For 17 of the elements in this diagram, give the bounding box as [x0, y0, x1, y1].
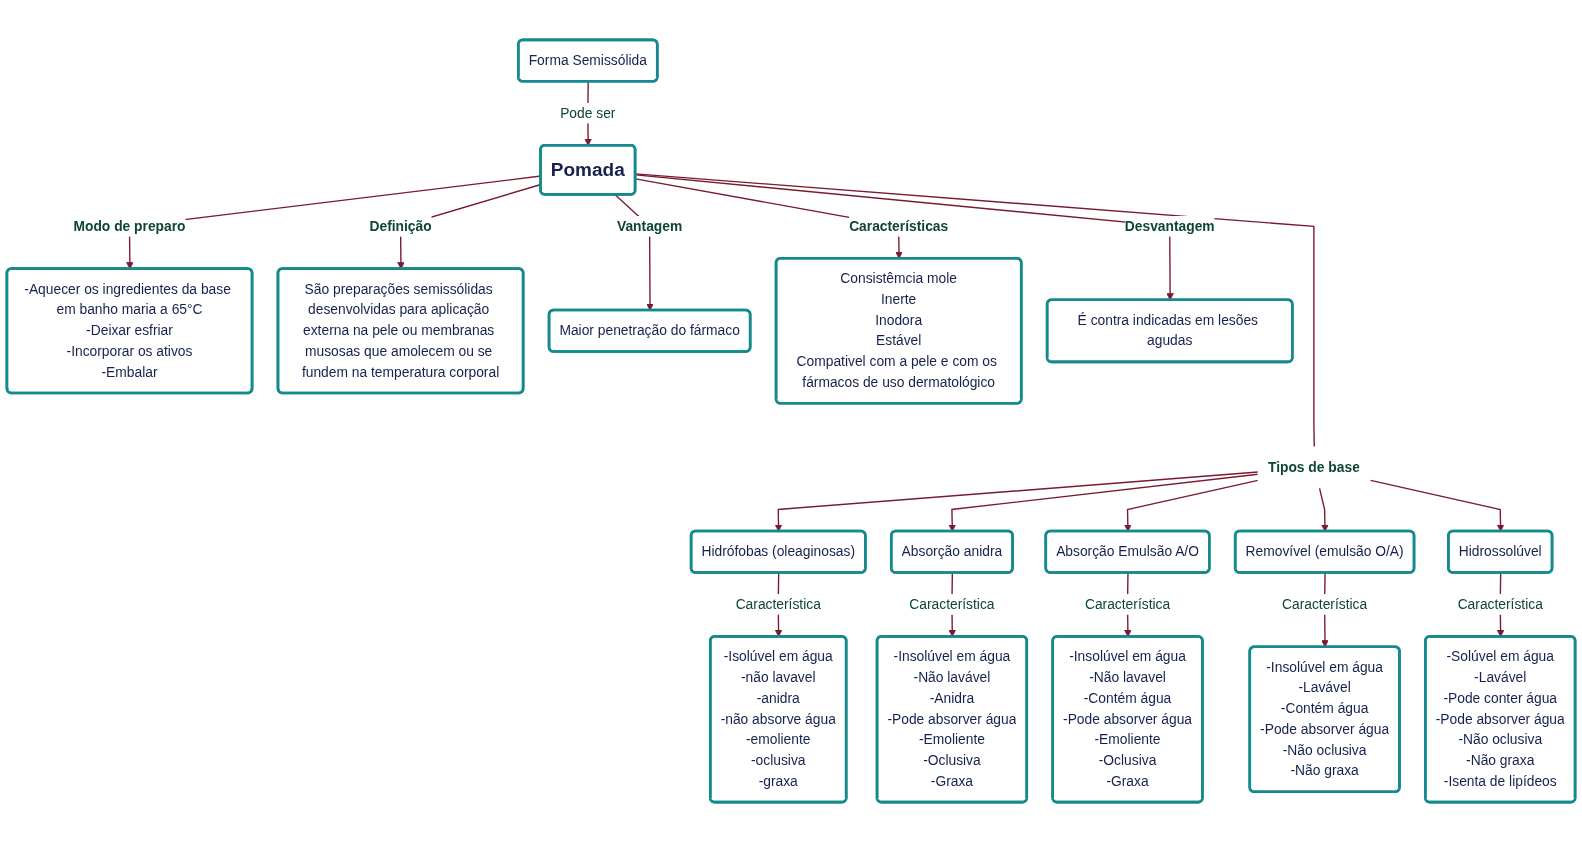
arrow: [774, 471, 1259, 532]
edge-label: Modo de preparo: [73, 218, 186, 234]
node-text: Tipos de base: [1267, 459, 1360, 475]
edge-label: Característica: [735, 596, 821, 612]
edge-label: Desvantagem: [1124, 218, 1215, 234]
edge-label: Característica: [1084, 596, 1171, 612]
edge-label: Característica: [1282, 596, 1368, 612]
edge-label: Vantagem: [616, 218, 683, 234]
arrow: [948, 473, 1259, 532]
edge-label: Pode ser: [560, 105, 616, 121]
arrow: [1369, 479, 1505, 532]
edge-label: Característica: [909, 596, 995, 612]
edge-label: Característica: [1457, 596, 1543, 612]
edge-label: Definição: [369, 218, 432, 234]
arrow: [1124, 479, 1259, 532]
arrow: [1318, 487, 1329, 532]
edge-label: Características: [849, 218, 949, 234]
